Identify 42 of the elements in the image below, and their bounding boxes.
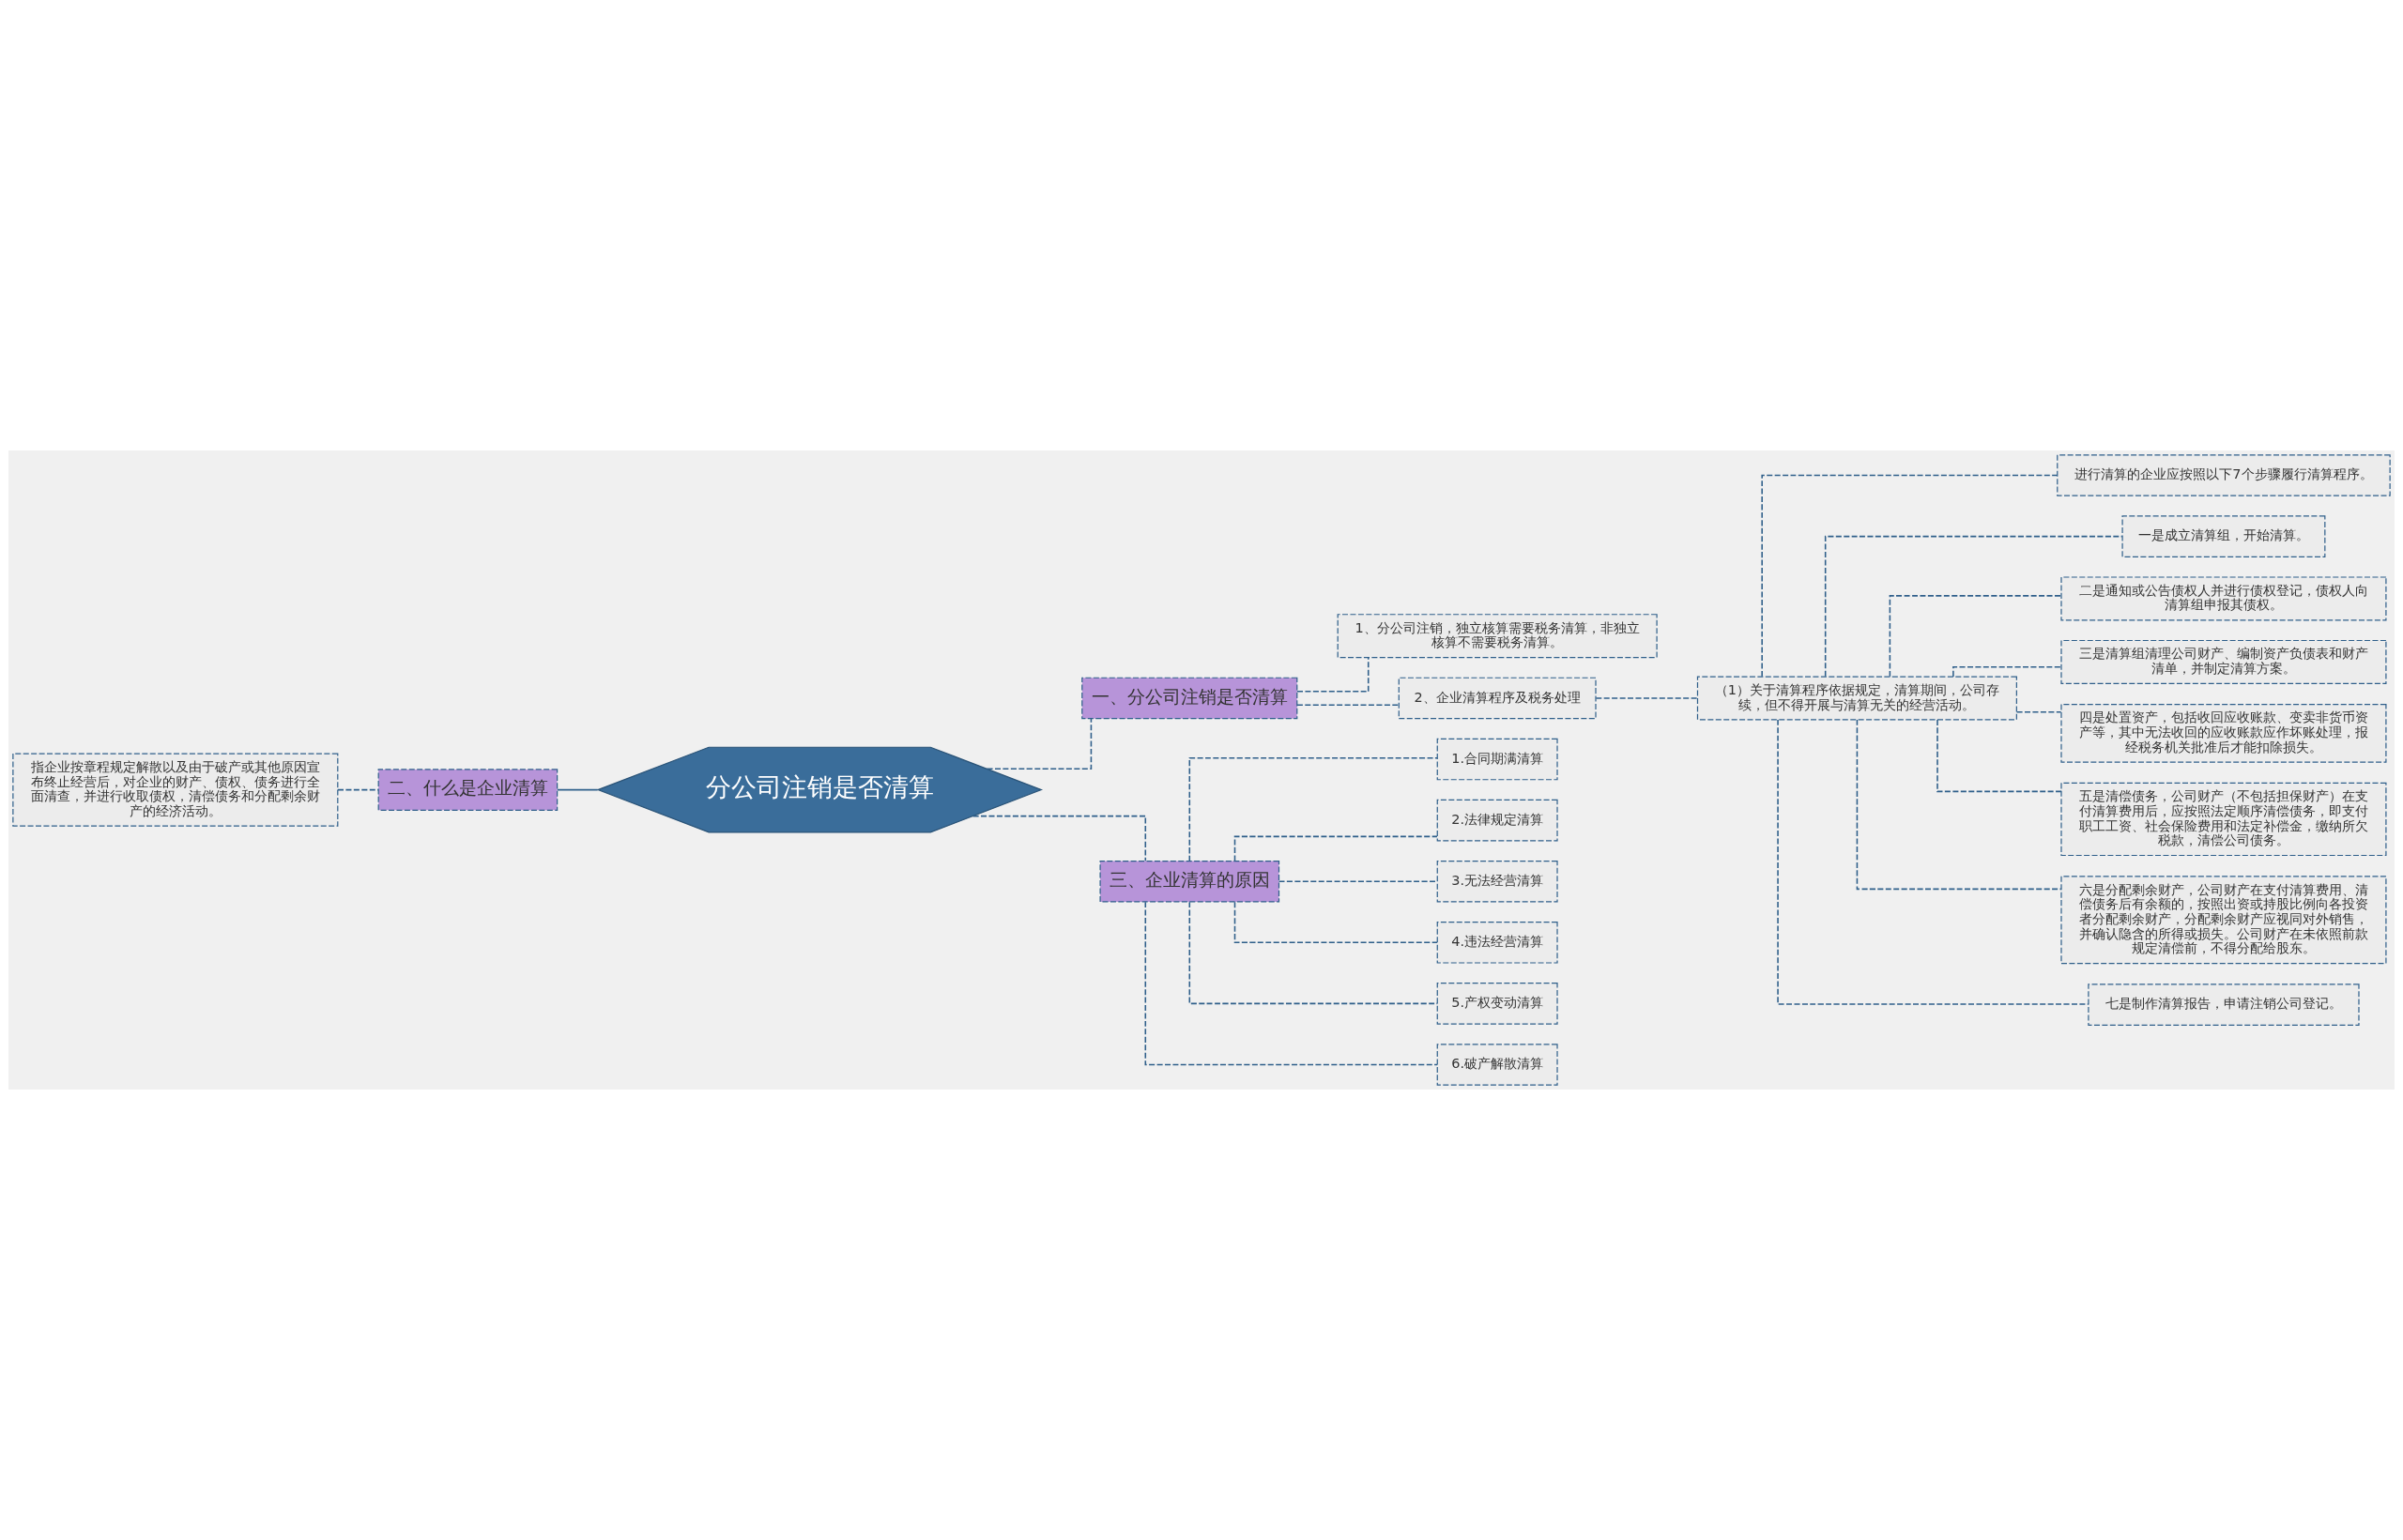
connector — [972, 815, 1147, 861]
connector — [1952, 666, 2062, 678]
node-box: （1）关于清算程序依据规定，清算期间，公司存续，但不得开展与清算无关的经营活动。 — [1696, 676, 2017, 721]
connector — [1856, 719, 2062, 891]
node-box: 1.合同期满清算 — [1436, 738, 1558, 781]
connector — [2015, 710, 2062, 713]
node-box: 一、分公司注销是否清算 — [1081, 677, 1298, 720]
connector — [1296, 656, 1370, 693]
node-box: 3.无法经营清算 — [1436, 860, 1558, 903]
connector — [1278, 880, 1438, 882]
node-box: 三是清算组清理公司财产、编制资产负债表和财产清单，并制定清算方案。 — [2060, 639, 2387, 684]
node-box: 三、企业清算的原因 — [1099, 860, 1280, 903]
node-box: 2、企业清算程序及税务处理 — [1398, 677, 1597, 720]
connector — [1188, 901, 1438, 1005]
node-box: 六是分配剩余财产，公司财产在支付清算费用、清偿债务后有余额的，按照出资或持股比例向各投资者分配剩余财产，分配剩余财产应视同对外销售，并确认隐含的所得或损失。公司财产在未依照前款规定清偿前，不得分配给股东。 — [2060, 876, 2387, 965]
connector — [337, 788, 379, 791]
node-box: 四是处置资产，包括收回应收账款、变卖非货币资产等，其中无法收回的应收账款应作坏账处理，报经税务机关批准后才能扣除损失。 — [2060, 704, 2387, 763]
connector — [1761, 474, 2059, 678]
connector — [1936, 719, 2062, 793]
node-box: 1、分公司注销，独立核算需要税务清算，非独立核算不需要税务清算。 — [1337, 614, 1658, 659]
node-box: 5.产权变动清算 — [1436, 983, 1558, 1025]
node-box: 五是清偿债务，公司财产（不包括担保财产）在支付清算费用后，应按照法定顺序清偿债务，即支付职工工资、社会保险费用和法定补偿金，缴纳所欠税款，清偿公司债务。 — [2060, 782, 2387, 857]
connector — [1188, 757, 1438, 862]
node-box: 4.违法经营清算 — [1436, 922, 1558, 964]
connector — [1233, 835, 1438, 862]
connector — [1296, 704, 1400, 706]
connector — [1233, 901, 1438, 944]
connector — [1144, 901, 1438, 1066]
connector — [986, 717, 1093, 770]
node-box: 二、什么是企业清算 — [377, 769, 559, 811]
node-box: 6.破产解散清算 — [1436, 1044, 1558, 1086]
node-box: 七是制作清算报告，申请注销公司登记。 — [2088, 983, 2360, 1026]
node-box: 指企业按章程规定解散以及由于破产或其他原因宣布终止经营后，对企业的财产、债权、债务进行全面清查，并进行收取债权，清偿债务和分配剩余财产的经济活动。 — [12, 753, 339, 827]
connector — [557, 788, 599, 791]
node-box: 2.法律规定清算 — [1436, 799, 1558, 842]
connector — [1777, 719, 2089, 1005]
connector — [1889, 595, 2062, 678]
node-box: 二是通知或公告债权人并进行债权登记，债权人向清算组申报其债权。 — [2060, 576, 2387, 621]
node-box: 进行清算的企业应按照以下7个步骤履行清算程序。 — [2057, 454, 2391, 496]
connector — [1824, 535, 2123, 678]
connector — [1595, 697, 1698, 699]
node-box: 一是成立清算组，开始清算。 — [2121, 515, 2326, 557]
